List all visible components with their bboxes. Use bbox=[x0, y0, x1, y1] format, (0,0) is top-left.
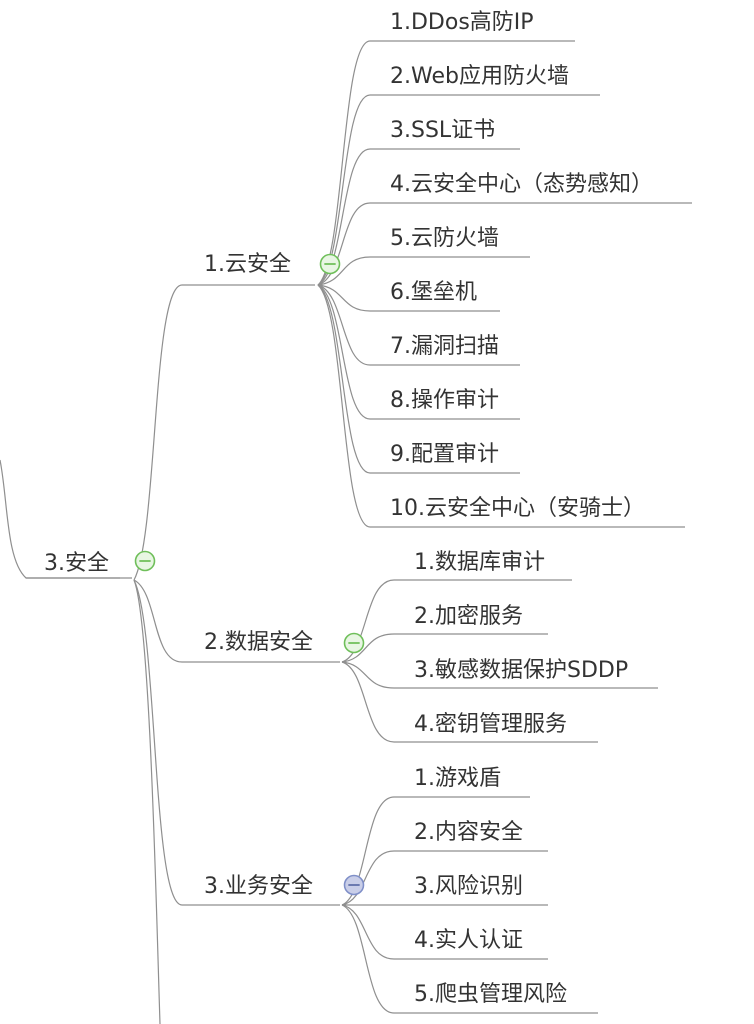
node-business-security[interactable]: 3.业务安全 bbox=[204, 874, 365, 899]
leaf-operation-audit[interactable]: 8.操作审计 bbox=[390, 388, 499, 413]
leaf-cloud-firewall[interactable]: 5.云防火墙 bbox=[390, 226, 499, 251]
leaf-game-shield[interactable]: 1.游戏盾 bbox=[414, 766, 501, 791]
data-security-toggle-icon[interactable] bbox=[343, 632, 365, 654]
cloud-security-branch-3 bbox=[317, 202, 371, 286]
branch-root-to-cloud-security bbox=[133, 284, 183, 581]
node-data-security[interactable]: 2.数据安全 bbox=[204, 630, 365, 655]
data-security-branch-3 bbox=[341, 661, 395, 743]
leaf-waf[interactable]: 2.Web应用防火墙 bbox=[390, 64, 569, 89]
branch-root-to-business-security bbox=[133, 579, 183, 906]
leaf-database-audit[interactable]: 1.数据库审计 bbox=[414, 550, 545, 575]
cloud-security-branch-0 bbox=[317, 40, 371, 286]
root-incoming-connector bbox=[0, 459, 120, 579]
cloud-security-toggle-icon[interactable] bbox=[319, 253, 341, 275]
leaf-key-management[interactable]: 4.密钥管理服务 bbox=[414, 712, 567, 737]
leaf-config-audit[interactable]: 9.配置审计 bbox=[390, 442, 499, 467]
cloud-security-branch-2 bbox=[317, 148, 371, 286]
leaf-security-center-agent[interactable]: 10.云安全中心（安骑士） bbox=[390, 496, 645, 521]
leaf-bastion-host[interactable]: 6.堡垒机 bbox=[390, 280, 477, 305]
leaf-vulnerability-scan[interactable]: 7.漏洞扫描 bbox=[390, 334, 499, 359]
leaf-encryption-service[interactable]: 2.加密服务 bbox=[414, 604, 523, 629]
cloud-security-branch-8 bbox=[317, 284, 371, 474]
branch-root-continuation bbox=[133, 579, 161, 1024]
cloud-security-branch-4 bbox=[317, 256, 371, 286]
node-data-security-label: 2.数据安全 bbox=[204, 630, 313, 655]
business-security-branch-0 bbox=[341, 796, 395, 906]
business-security-branch-4 bbox=[341, 904, 395, 1014]
business-security-branch-3 bbox=[341, 904, 395, 960]
cloud-security-branch-5 bbox=[317, 284, 371, 312]
leaf-risk-identification[interactable]: 3.风险识别 bbox=[414, 874, 523, 899]
leaf-ssl[interactable]: 3.SSL证书 bbox=[390, 118, 495, 143]
node-cloud-security-label: 1.云安全 bbox=[204, 252, 291, 277]
leaf-sddp[interactable]: 3.敏感数据保护SDDP bbox=[414, 658, 628, 683]
cloud-security-branch-9 bbox=[317, 284, 371, 528]
root-toggle-icon[interactable] bbox=[134, 550, 156, 572]
mindmap-links bbox=[0, 40, 692, 1024]
node-root-label: 3.安全 bbox=[44, 551, 109, 576]
cloud-security-branch-7 bbox=[317, 284, 371, 420]
node-cloud-security[interactable]: 1.云安全 bbox=[204, 252, 341, 277]
cloud-security-branch-6 bbox=[317, 284, 371, 366]
business-security-toggle-icon[interactable] bbox=[343, 874, 365, 896]
node-root[interactable]: 3.安全 bbox=[44, 550, 156, 576]
leaf-crawler-management[interactable]: 5.爬虫管理风险 bbox=[414, 982, 567, 1007]
node-business-security-label: 3.业务安全 bbox=[204, 874, 313, 899]
branch-root-to-data-security bbox=[133, 579, 183, 663]
leaf-ddos[interactable]: 1.DDos高防IP bbox=[390, 10, 534, 35]
leaf-security-center-situational[interactable]: 4.云安全中心（态势感知） bbox=[390, 172, 653, 197]
leaf-content-security[interactable]: 2.内容安全 bbox=[414, 820, 523, 845]
data-security-branch-1 bbox=[341, 633, 395, 663]
data-security-branch-2 bbox=[341, 661, 395, 689]
data-security-branch-0 bbox=[341, 579, 395, 663]
leaf-real-person-auth[interactable]: 4.实人认证 bbox=[414, 928, 523, 953]
business-security-branch-1 bbox=[341, 850, 395, 906]
